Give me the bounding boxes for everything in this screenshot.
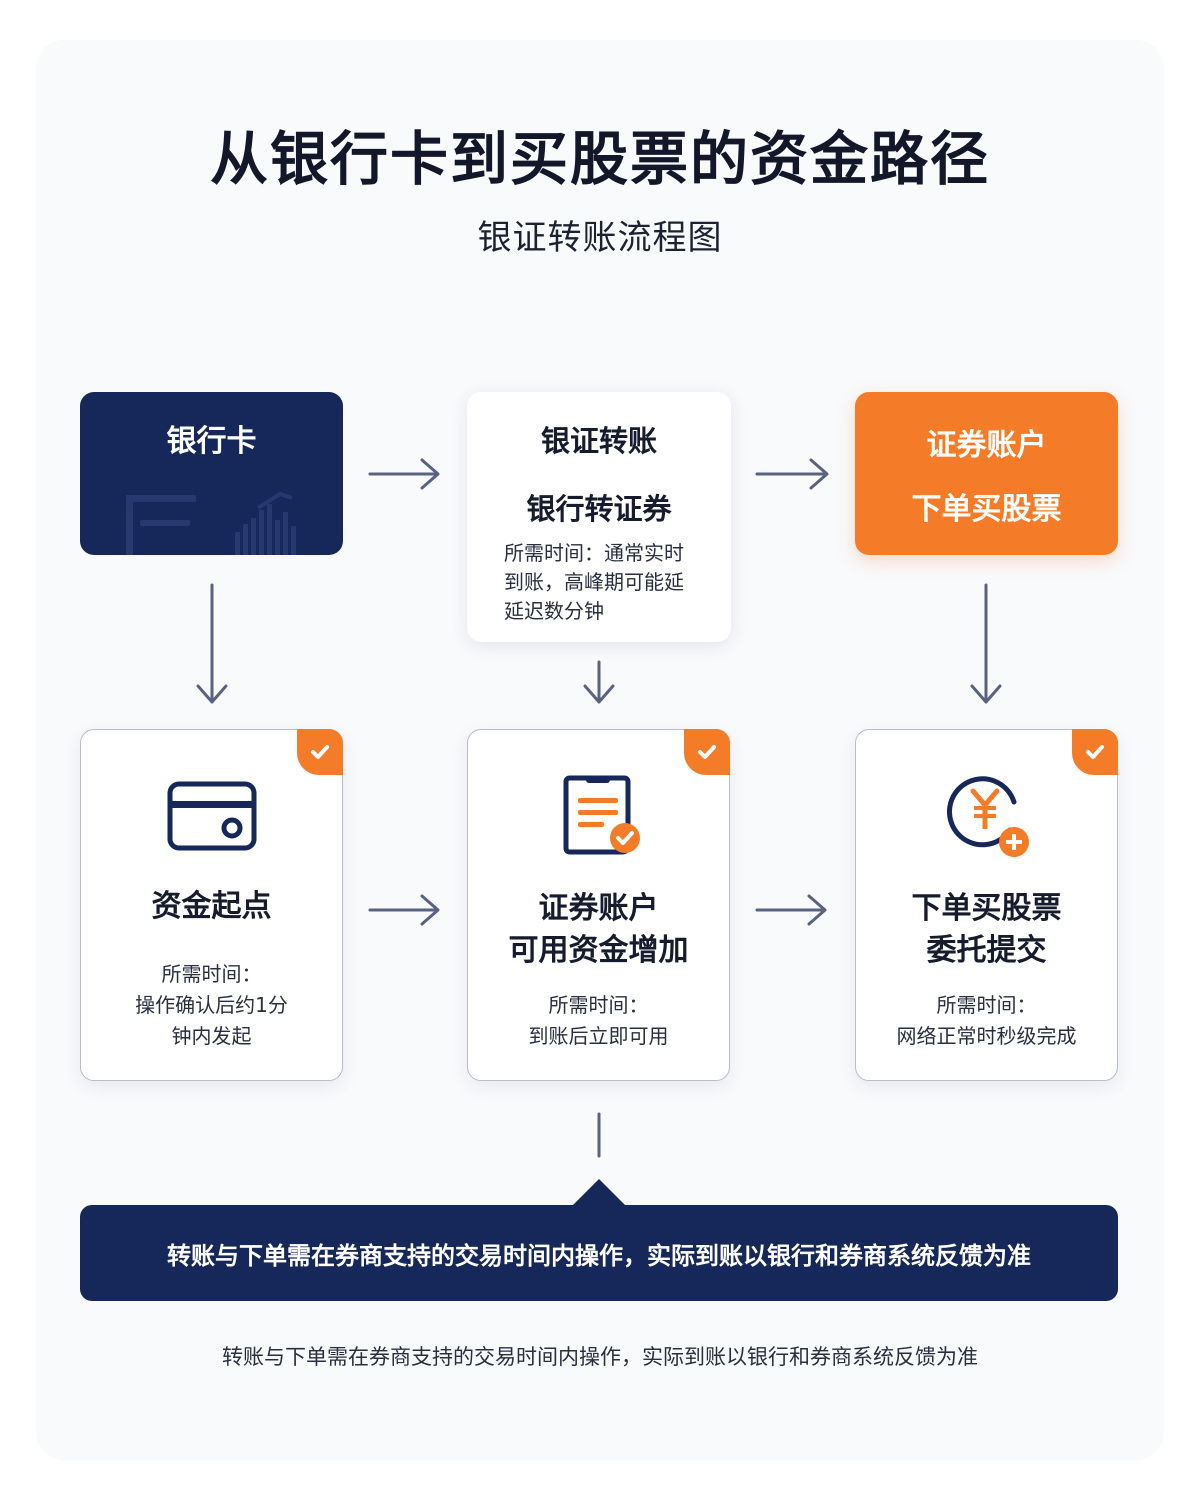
- transfer-box: 银证转账 银行转证券 所需时间：通常实时 到账，高峰期可能延 延迟数分钟: [467, 392, 731, 642]
- card-title-line: 委托提交: [926, 933, 1047, 968]
- check-badge-icon: [684, 729, 730, 775]
- card-available-funds: 证券账户 可用资金增加 所需时间： 到账后立即可用: [467, 729, 730, 1081]
- arrow-right-icon: [368, 894, 440, 926]
- arrow-down-icon: [196, 583, 228, 704]
- card-time: 所需时间： 网络正常时秒级完成: [856, 990, 1117, 1052]
- arrow-right-icon: [368, 458, 440, 490]
- card-time-line: 所需时间：: [548, 993, 649, 1017]
- arrow-down-icon: [583, 660, 615, 704]
- credit-card-icon: [167, 781, 257, 851]
- check-badge-icon: [1072, 729, 1118, 775]
- arrow-down-icon: [970, 583, 1002, 704]
- transfer-time-line: 延迟数分钟: [504, 599, 604, 623]
- arrow-right-icon: [755, 458, 829, 490]
- card-fund-origin: 资金起点 所需时间： 操作确认后约1分 钟内发起: [80, 729, 343, 1081]
- card-title-line: 证券账户: [538, 891, 659, 926]
- yuan-coin-plus-icon: [946, 776, 1029, 857]
- card-time-line: 所需时间：: [936, 993, 1037, 1017]
- card-time-line: 到账后立即可用: [528, 1024, 669, 1048]
- card-title: 资金起点: [81, 886, 342, 928]
- card-time-line: 所需时间：: [161, 962, 262, 986]
- footnote: 转账与下单需在券商支持的交易时间内操作，实际到账以银行和券商系统反馈为准: [222, 1345, 978, 1369]
- transfer-time-text: 所需时间：通常实时 到账，高峰期可能延 延迟数分钟: [504, 539, 724, 626]
- transfer-time-line: 所需时间：通常实时: [504, 541, 684, 565]
- securities-account-box: 证券账户 下单买股票: [855, 392, 1118, 555]
- notice-banner: 转账与下单需在券商支持的交易时间内操作，实际到账以银行和券商系统反馈为准: [80, 1179, 1118, 1301]
- card-title: 证券账户 可用资金增加: [468, 888, 729, 972]
- transfer-time-line: 到账，高峰期可能延: [504, 570, 684, 594]
- transfer-sublabel: 银行转证券: [526, 492, 672, 526]
- arrow-right-icon: [755, 894, 827, 926]
- card-title-line: 可用资金增加: [508, 933, 689, 968]
- card-title: 下单买股票 委托提交: [856, 888, 1117, 972]
- securities-label: 证券账户: [926, 428, 1047, 463]
- card-title-line: 下单买股票: [911, 891, 1062, 926]
- bank-card-label: 银行卡: [166, 424, 257, 459]
- card-title-line: 资金起点: [151, 889, 272, 924]
- check-badge-icon: [297, 729, 343, 775]
- card-time: 所需时间： 操作确认后约1分 钟内发起: [81, 959, 342, 1052]
- securities-sublabel: 下单买股票: [911, 492, 1062, 527]
- document-check-icon: [563, 775, 640, 855]
- bank-card-box: 银行卡: [80, 392, 343, 555]
- card-time-line: 操作确认后约1分: [135, 993, 288, 1017]
- banner-text: 转账与下单需在券商支持的交易时间内操作，实际到账以银行和券商系统反馈为准: [167, 1241, 1031, 1270]
- card-time-line: 钟内发起: [171, 1024, 252, 1048]
- card-time-line: 网络正常时秒级完成: [896, 1024, 1077, 1048]
- page-subtitle: 银证转账流程图: [477, 218, 723, 258]
- card-time: 所需时间： 到账后立即可用: [468, 990, 729, 1052]
- banner-pointer: [571, 1179, 627, 1207]
- page-title: 从银行卡到买股票的资金路径: [209, 125, 990, 193]
- transfer-label: 银证转账: [540, 424, 657, 458]
- bank-decoration-icon: [126, 491, 296, 555]
- card-place-order: 下单买股票 委托提交 所需时间： 网络正常时秒级完成: [855, 729, 1118, 1081]
